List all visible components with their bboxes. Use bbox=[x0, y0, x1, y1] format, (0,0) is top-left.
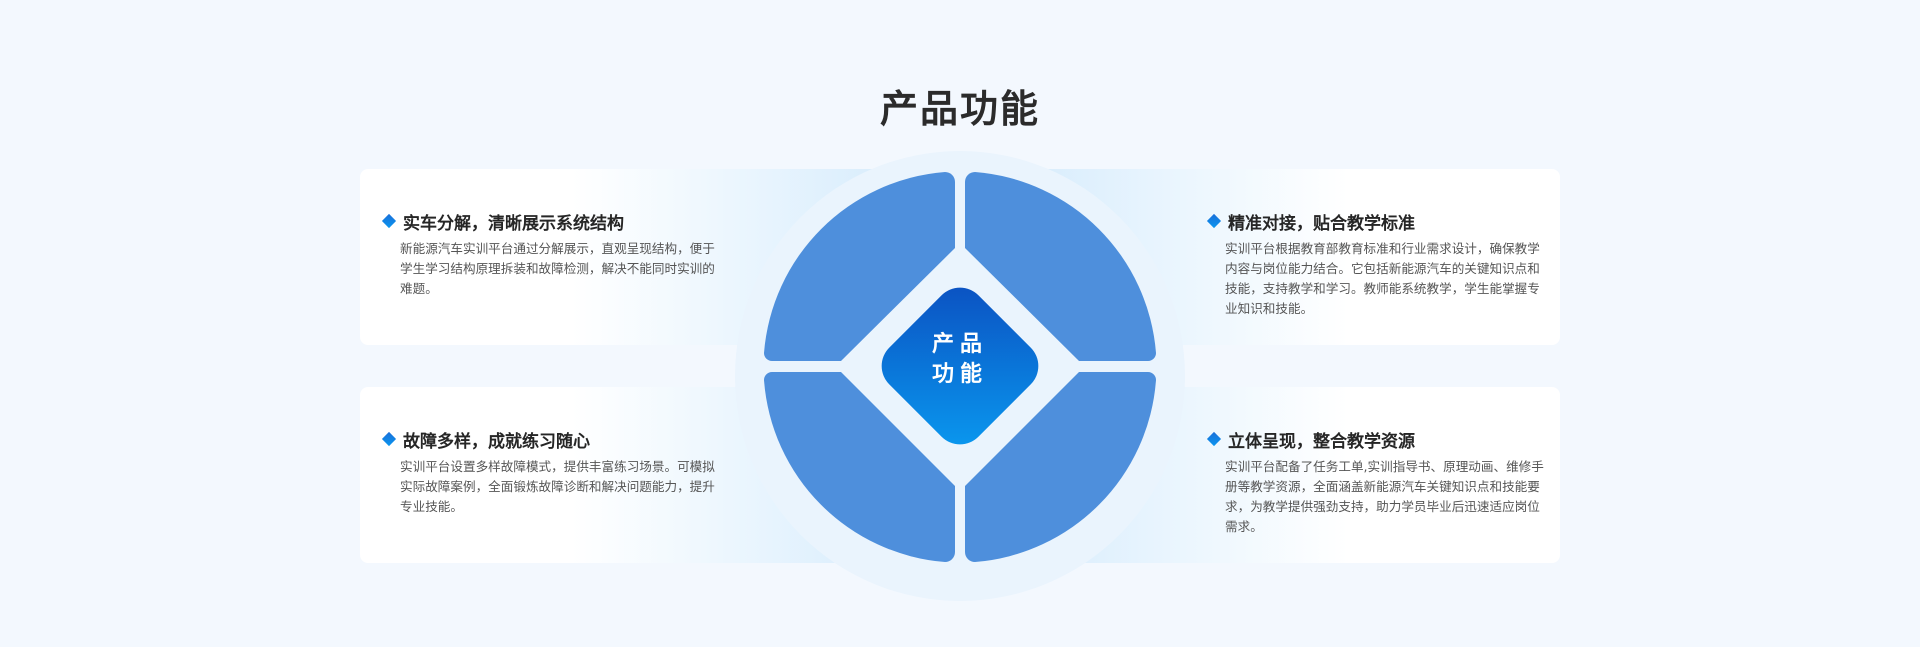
page-title: 产品功能 bbox=[879, 87, 1040, 131]
center-label-line2: 功能 bbox=[931, 362, 988, 387]
feature-description: 新能源汽车实训平台通过分解展示，直观呈现结构，便于学生学习结构原理拆装和故障检测… bbox=[400, 241, 715, 296]
feature-title: 实车分解，清晰展示系统结构 bbox=[403, 213, 624, 234]
petal-bottom-left bbox=[764, 372, 955, 562]
feature-title: 立体呈现，整合教学资源 bbox=[1228, 431, 1415, 452]
feature-title: 精准对接，贴合教学标准 bbox=[1228, 213, 1415, 234]
center-diamond bbox=[881, 287, 1039, 445]
petal-top-left bbox=[764, 172, 955, 361]
center-label: 产品 功能 bbox=[900, 330, 1020, 390]
feature-description: 实训平台设置多样故障模式，提供丰富练习场景。可模拟实际故障案例，全面锻炼故障诊断… bbox=[400, 459, 715, 514]
petal-bottom-right bbox=[965, 372, 1156, 562]
petal-top-right bbox=[965, 172, 1156, 361]
feature-title: 故障多样，成就练习随心 bbox=[403, 431, 590, 452]
feature-description: 实训平台根据教育部教育标准和行业需求设计，确保教学内容与岗位能力结合。它包括新能… bbox=[1225, 241, 1540, 316]
feature-description: 实训平台配备了任务工单,实训指导书、原理动画、维修手册等教学资源，全面涵盖新能源… bbox=[1225, 459, 1544, 534]
center-label-line1: 产品 bbox=[931, 332, 988, 357]
